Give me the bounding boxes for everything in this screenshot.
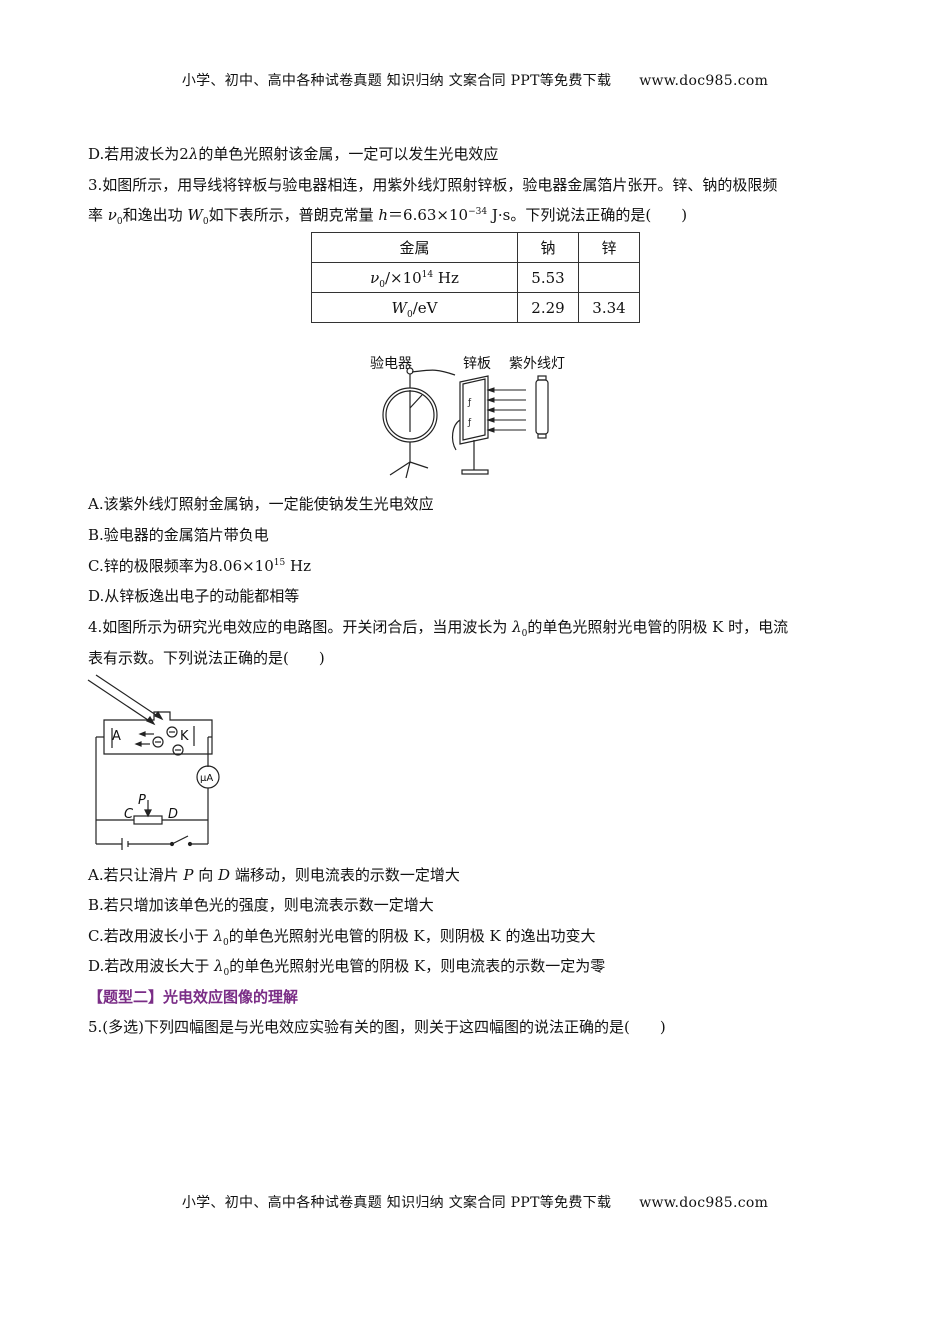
row2-unit: /eV	[412, 298, 438, 317]
q4-c-sub: 0	[223, 938, 229, 948]
row1-sub: 0	[379, 279, 385, 290]
svg-text:ƒ: ƒ	[467, 418, 472, 428]
label-slider-p: P	[138, 793, 146, 808]
table-row: ν0/×1014 Hz 5.53	[311, 262, 640, 293]
q3-h: h	[378, 206, 389, 224]
q4-text-a: 4.如图所示为研究光电效应的电路图。开关闭合后，当用波长为	[88, 618, 513, 636]
q3-c-exp: 15	[273, 558, 286, 568]
table-cell: 2.29	[517, 292, 579, 323]
q4-a-p: P	[183, 866, 194, 884]
table-header-cell: 锌	[578, 232, 640, 263]
q3-text-e: J·s。下列说法正确的是( )	[487, 206, 688, 224]
page-footer: 小学、初中、高中各种试卷真题 知识归纳 文案合同 PPT等免费下载 www.doc…	[0, 1192, 950, 1212]
q4-c-lambda: λ	[213, 927, 223, 945]
q4-option-a: A.若只让滑片 P 向 D 端移动，则电流表的示数一定增大	[88, 865, 460, 885]
q3-text-a: 率	[88, 206, 108, 224]
q3-text-d: ＝6.63×10	[388, 206, 469, 224]
q3-stem-line2: 率 ν0和逸出功 W0如下表所示，普朗克常量 h＝6.63×10−34 J·s。…	[88, 205, 688, 227]
q3-option-c: C.锌的极限频率为8.06×1015 Hz	[88, 556, 311, 576]
row2-sym: W	[391, 298, 407, 317]
q4-option-b: B.若只增加该单色光的强度，则电流表示数一定增大	[88, 896, 434, 914]
q4-a-d: D	[218, 866, 231, 884]
q3-stem-line1: 3.如图所示，用导线将锌板与验电器相连，用紫外线灯照射锌板，验电器金属箔片张开。…	[88, 176, 778, 194]
table-row-label: ν0/×1014 Hz	[311, 262, 518, 293]
label-cathode: K	[180, 729, 189, 744]
q4-d-sub: 0	[223, 968, 230, 978]
table-row-label: W0/eV	[311, 292, 518, 323]
q5-stem: 5.(多选)下列四幅图是与光电效应实验有关的图，则关于这四幅图的说法正确的是( …	[88, 1018, 666, 1036]
label-c: C	[124, 807, 134, 822]
page-header: 小学、初中、高中各种试卷真题 知识归纳 文案合同 PPT等免费下载 www.doc…	[0, 70, 950, 90]
q3-c-text: C.锌的极限频率为8.06×10	[88, 557, 274, 575]
q3-c-unit: Hz	[285, 557, 311, 575]
q4-d-text-2: 的单色光照射光电管的阴极 K，则电流表的示数一定为零	[229, 957, 606, 975]
row1-exp: 14	[421, 269, 434, 280]
q2-d-lambda: λ	[188, 145, 199, 163]
q4-option-d: D.若改用波长大于 λ0的单色光照射光电管的阴极 K，则电流表的示数一定为零	[88, 956, 606, 978]
q3-nu: ν	[107, 206, 117, 224]
q4-lambda-sub: 0	[521, 629, 528, 639]
q4-d-text-1: D.若改用波长大于	[88, 957, 215, 975]
footer-url: www.doc985.com	[639, 1195, 769, 1211]
q3-nu-sub: 0	[116, 217, 123, 227]
table-header-row: 金属 钠 锌	[311, 232, 640, 263]
q4-a-text-1: A.若只让滑片	[88, 866, 184, 884]
table-header-cell: 钠	[517, 232, 579, 263]
electroscope-figure: 验电器 锌板 紫外线灯 ƒ ƒ	[370, 356, 565, 479]
table-row: W0/eV 2.29 3.34	[311, 292, 640, 323]
q2-option-d: D.若用波长为2λ的单色光照射该金属，一定可以发生光电效应	[88, 144, 498, 164]
table-cell: 5.53	[517, 262, 579, 293]
row1-mid: /×10	[384, 268, 422, 287]
q3-text-c: 如下表所示，普朗克常量	[208, 206, 379, 224]
label-zinc-plate: 锌板	[463, 356, 491, 372]
uv-lamp-shape	[535, 375, 549, 439]
q3-option-d: D.从锌板逸出电子的动能都相等	[88, 587, 300, 605]
row2-sub: 0	[406, 309, 413, 320]
label-microammeter: μA	[200, 773, 213, 784]
q3-text-b: 和逸出功	[122, 206, 188, 224]
q3-exp: −34	[468, 207, 488, 217]
row1-sym: ν	[370, 268, 380, 287]
label-d: D	[168, 807, 178, 822]
svg-text:ƒ: ƒ	[467, 398, 472, 408]
q4-a-text-3: 端移动，则电流表的示数一定增大	[230, 866, 460, 884]
circuit-figure: A K μA P C D	[87, 674, 220, 850]
q3-w-sub: 0	[202, 217, 209, 227]
q3-option-b: B.验电器的金属箔片带负电	[88, 526, 269, 544]
zinc-plate-shape: ƒ ƒ	[451, 375, 489, 475]
q2-d-text-2: 的单色光照射该金属，一定可以发生光电效应	[198, 145, 499, 163]
metal-table: 金属 钠 锌 ν0/×1014 Hz 5.53 W0/eV 2.29 3.34	[311, 232, 640, 323]
row1-unit: Hz	[433, 268, 459, 287]
uv-rays	[486, 387, 526, 433]
q4-a-text-2: 向	[193, 866, 219, 884]
q2-d-text-1: D.若用波长为2	[88, 145, 189, 163]
q4-c-text-2: 的单色光照射光电管的阴极 K，则阴极 K 的逸出功变大	[228, 927, 596, 945]
label-electroscope: 验电器	[370, 356, 412, 372]
header-url: www.doc985.com	[639, 73, 769, 89]
q3-w: W	[187, 206, 203, 224]
table-cell	[578, 262, 640, 293]
q3-option-a: A.该紫外线灯照射金属钠，一定能使钠发生光电效应	[88, 495, 434, 513]
electroscope-shape	[382, 367, 456, 479]
header-text: 小学、初中、高中各种试卷真题 知识归纳 文案合同 PPT等免费下载	[181, 73, 612, 89]
label-anode: A	[112, 729, 121, 744]
q4-stem-line1: 4.如图所示为研究光电效应的电路图。开关闭合后，当用波长为 λ0的单色光照射光电…	[88, 617, 789, 639]
label-uv-lamp: 紫外线灯	[509, 356, 565, 372]
section-title: 【题型二】光电效应图像的理解	[88, 988, 299, 1006]
q4-lambda: λ	[512, 618, 522, 636]
table-cell: 3.34	[578, 292, 640, 323]
circuit-shape	[87, 674, 220, 850]
q4-text-b: 的单色光照射光电管的阴极 K 时，电流	[527, 618, 789, 636]
q4-stem-line2: 表有示数。下列说法正确的是( )	[88, 649, 325, 667]
q4-d-lambda: λ	[214, 957, 224, 975]
table-header-cell: 金属	[311, 232, 518, 263]
footer-text: 小学、初中、高中各种试卷真题 知识归纳 文案合同 PPT等免费下载	[181, 1195, 612, 1211]
q4-option-c: C.若改用波长小于 λ0的单色光照射光电管的阴极 K，则阴极 K 的逸出功变大	[88, 926, 596, 948]
q4-c-text-1: C.若改用波长小于	[88, 927, 214, 945]
